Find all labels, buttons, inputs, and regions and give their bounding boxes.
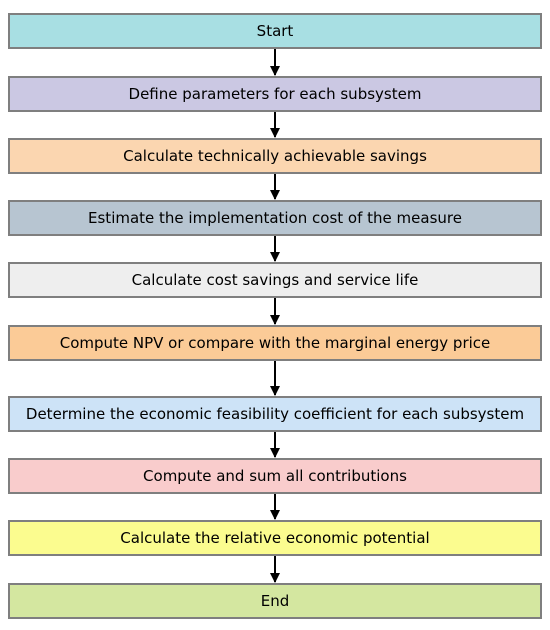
- step-define-parameters: Define parameters for each subsystem: [8, 76, 542, 112]
- step-technical-savings: Calculate technically achievable savings: [8, 138, 542, 174]
- step-feasibility-coefficient: Determine the economic feasibility coeff…: [8, 396, 542, 432]
- step-implementation-cost: Estimate the implementation cost of the …: [8, 200, 542, 236]
- step-end: End: [8, 583, 542, 619]
- step-start: Start: [8, 13, 542, 49]
- step-cost-savings: Calculate cost savings and service life: [8, 262, 542, 298]
- step-npv: Compute NPV or compare with the marginal…: [8, 325, 542, 361]
- step-sum-contributions: Compute and sum all contributions: [8, 458, 542, 494]
- step-relative-potential: Calculate the relative economic potentia…: [8, 520, 542, 556]
